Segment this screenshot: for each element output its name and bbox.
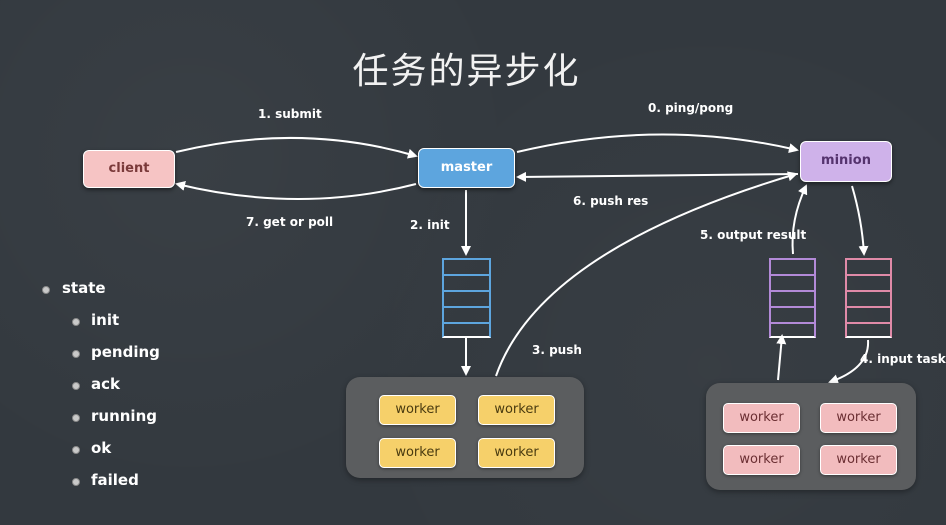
edge-label-init: 2. init bbox=[410, 218, 450, 232]
worker-box: worker bbox=[723, 445, 800, 475]
edge-label-push-res: 6. push res bbox=[573, 194, 649, 208]
edge-label-get-or-poll: 7. get or poll bbox=[246, 215, 334, 229]
bullet-icon bbox=[72, 446, 80, 454]
state-item-label: init bbox=[91, 311, 120, 329]
arrow-ping-pong bbox=[516, 133, 799, 154]
worker-box: worker bbox=[379, 395, 456, 425]
state-heading: state bbox=[62, 279, 106, 297]
worker-box: worker bbox=[478, 395, 555, 425]
bullet-icon bbox=[72, 414, 80, 422]
queue-slot bbox=[845, 274, 892, 290]
state-item-label: running bbox=[91, 407, 157, 425]
arrow-input-task bbox=[828, 339, 870, 385]
arrow-pool-to-output-queue bbox=[776, 334, 787, 381]
queue-slot bbox=[845, 306, 892, 322]
bullet-icon bbox=[72, 382, 80, 390]
edge-label-submit: 1. submit bbox=[258, 107, 322, 121]
queue-slot bbox=[442, 290, 491, 306]
queue-slot bbox=[845, 322, 892, 338]
bullet-icon bbox=[72, 350, 80, 358]
master-worker-pool: worker worker worker worker bbox=[346, 377, 584, 478]
master-node: master bbox=[418, 148, 515, 188]
arrow-get-or-poll bbox=[175, 181, 417, 200]
worker-box: worker bbox=[379, 438, 456, 468]
queue-slot bbox=[769, 290, 816, 306]
bullet-icon bbox=[42, 286, 50, 294]
minion-node: minion bbox=[800, 141, 892, 182]
state-item-label: ack bbox=[91, 375, 120, 393]
arrow-push-res bbox=[516, 171, 799, 182]
queue-slot bbox=[769, 274, 816, 290]
queue-slot bbox=[769, 258, 816, 274]
edge-label-output-result: 5. output result bbox=[700, 228, 807, 242]
minion-output-queue bbox=[769, 258, 816, 338]
edge-label-input-task: 4. input task bbox=[860, 352, 946, 366]
state-item-label: ok bbox=[91, 439, 112, 457]
arrow-minion-to-queue bbox=[851, 185, 869, 256]
edge-label-ping-pong: 0. ping/pong bbox=[648, 101, 734, 115]
arrow-submit bbox=[175, 137, 418, 159]
queue-slot bbox=[442, 322, 491, 338]
arrow-output-result bbox=[791, 184, 808, 255]
worker-box: worker bbox=[723, 403, 800, 433]
queue-slot bbox=[769, 306, 816, 322]
queue-slot bbox=[442, 306, 491, 322]
state-item-label: failed bbox=[91, 471, 139, 489]
queue-slot bbox=[845, 258, 892, 274]
arrow-push bbox=[495, 171, 798, 377]
page-title: 任务的异步化 bbox=[352, 51, 581, 92]
worker-box: worker bbox=[820, 403, 897, 433]
master-task-queue bbox=[442, 258, 491, 338]
worker-box: worker bbox=[478, 438, 555, 468]
minion-worker-pool: worker worker worker worker bbox=[706, 383, 916, 490]
bullet-icon bbox=[72, 318, 80, 326]
queue-slot bbox=[442, 274, 491, 290]
queue-slot bbox=[845, 290, 892, 306]
queue-slot bbox=[769, 322, 816, 338]
worker-box: worker bbox=[820, 445, 897, 475]
minion-input-queue bbox=[845, 258, 892, 338]
queue-slot bbox=[442, 258, 491, 274]
edge-label-push: 3. push bbox=[532, 343, 582, 357]
bullet-icon bbox=[72, 478, 80, 486]
client-node: client bbox=[83, 150, 175, 188]
state-item-label: pending bbox=[91, 343, 160, 361]
